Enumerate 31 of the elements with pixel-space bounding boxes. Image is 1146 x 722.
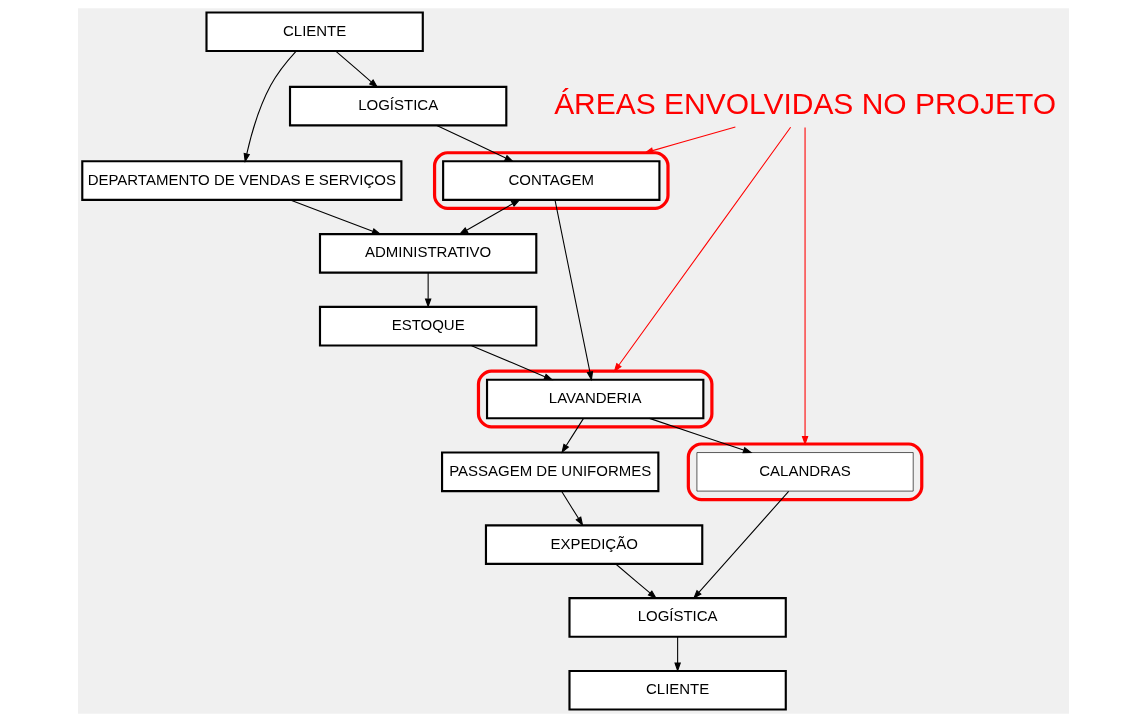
node-box: CONTAGEM — [441, 160, 660, 201]
arrow — [458, 199, 521, 235]
arrow — [289, 199, 381, 235]
node-box: EXPEDIÇÃO — [484, 524, 703, 565]
arrow — [560, 418, 584, 454]
node-box: LAVANDERIA — [485, 378, 704, 420]
arrow — [613, 126, 791, 373]
arrow — [801, 126, 808, 446]
node-box: CALANDRAS — [696, 452, 914, 492]
node-text: ÁREAS ENVOLVIDAS NO PROJETO — [553, 86, 1056, 120]
arrow — [435, 124, 514, 162]
node-box: CLIENTE — [567, 669, 787, 711]
arrow — [334, 50, 378, 88]
node-box: ESTOQUE — [318, 305, 537, 347]
arrow — [615, 563, 657, 599]
node-box: DEPARTAMENTO DE VENDAS E SERVIÇOS — [80, 160, 402, 201]
arrow — [560, 490, 583, 527]
cluster — [686, 442, 923, 502]
node-box: LOGÍSTICA — [567, 597, 787, 638]
node-box: LOGÍSTICA — [288, 85, 507, 127]
arrow — [554, 199, 593, 382]
arrow — [470, 345, 553, 381]
arrow — [424, 272, 432, 309]
arrow — [643, 126, 736, 154]
arrow — [673, 636, 681, 673]
arrow — [243, 50, 296, 163]
node-box: CLIENTE — [204, 11, 424, 53]
arrow — [648, 417, 752, 454]
node-box: ADMINISTRATIVO — [318, 233, 537, 274]
node-box: PASSAGEM DE UNIFORMES — [440, 451, 659, 493]
arrow — [692, 490, 789, 600]
